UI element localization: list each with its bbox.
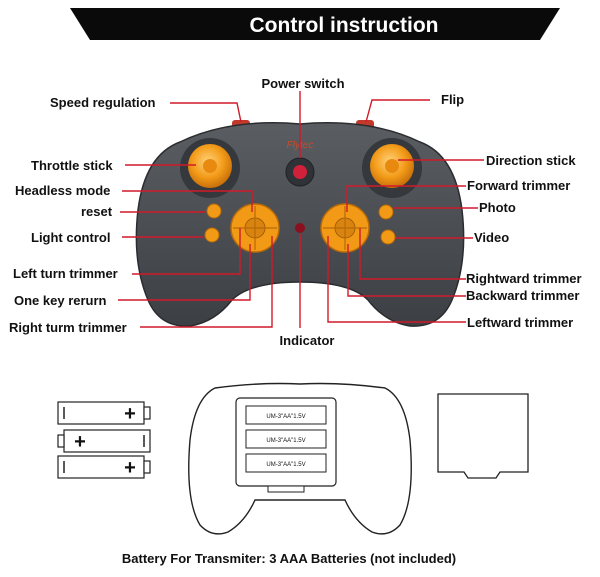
label-backward-trimmer: Backward trimmer bbox=[466, 288, 579, 303]
battery-cover-illustration bbox=[437, 393, 529, 479]
svg-text:+: + bbox=[124, 403, 136, 425]
cell-label: UM-3"AA"1.5V bbox=[266, 414, 305, 420]
label-left-turn-trimmer: Left turn trimmer bbox=[13, 266, 118, 281]
label-video: Video bbox=[474, 230, 509, 245]
compartment-cell-1: UM-3"AA"1.5V bbox=[245, 405, 327, 425]
page-title: Control instruction bbox=[250, 14, 439, 37]
label-direction-stick: Direction stick bbox=[486, 153, 576, 168]
battery-1: + bbox=[57, 401, 151, 425]
compartment-cell-2: UM-3"AA"1.5V bbox=[245, 429, 327, 449]
svg-text:+: + bbox=[124, 457, 136, 479]
video-button bbox=[380, 229, 396, 245]
svg-text:+: + bbox=[74, 431, 86, 453]
leader-lines bbox=[118, 91, 484, 328]
label-throttle-stick: Throttle stick bbox=[31, 158, 113, 173]
throttle-stick-cap bbox=[203, 159, 217, 173]
direction-stick-cap bbox=[385, 159, 399, 173]
label-flip: Flip bbox=[441, 92, 464, 107]
label-leftward-trimmer: Leftward trimmer bbox=[467, 315, 573, 330]
reset-button bbox=[206, 203, 222, 219]
label-indicator: Indicator bbox=[280, 333, 335, 348]
callout-labels: Power switch Speed regulation Flip Throt… bbox=[9, 76, 582, 348]
title-banner: Control instruction bbox=[70, 8, 560, 40]
label-one-key-return: One key rerurn bbox=[14, 293, 107, 308]
indicator-led bbox=[295, 223, 305, 233]
controller-back-illustration: UM-3"AA"1.5V UM-3"AA"1.5V UM-3"AA"1.5V bbox=[188, 382, 412, 535]
battery-note: Battery For Transmiter: 3 AAA Batteries … bbox=[122, 551, 456, 566]
cell-label: UM-3"AA"1.5V bbox=[266, 462, 305, 468]
label-light-control: Light control bbox=[31, 230, 110, 245]
battery-2: + bbox=[57, 429, 151, 453]
compartment-cell-3: UM-3"AA"1.5V bbox=[245, 453, 327, 473]
batteries-illustration: + + + bbox=[57, 401, 151, 479]
battery-3: + bbox=[57, 455, 151, 479]
label-rightward-trimmer: Rightward trimmer bbox=[466, 271, 582, 286]
label-right-turn-trimmer: Right turm trimmer bbox=[9, 320, 127, 335]
cell-label: UM-3"AA"1.5V bbox=[266, 438, 305, 444]
label-reset: reset bbox=[81, 204, 113, 219]
photo-button bbox=[378, 204, 394, 220]
battery-cover bbox=[437, 393, 529, 479]
light-control-button bbox=[204, 227, 220, 243]
label-speed-regulation: Speed regulation bbox=[50, 95, 156, 110]
label-headless-mode: Headless mode bbox=[15, 183, 110, 198]
label-power-switch: Power switch bbox=[261, 76, 344, 91]
label-photo: Photo bbox=[479, 200, 516, 215]
label-forward-trimmer: Forward trimmer bbox=[467, 178, 570, 193]
power-switch bbox=[293, 165, 307, 179]
controller-illustration: Flytec bbox=[135, 120, 465, 327]
